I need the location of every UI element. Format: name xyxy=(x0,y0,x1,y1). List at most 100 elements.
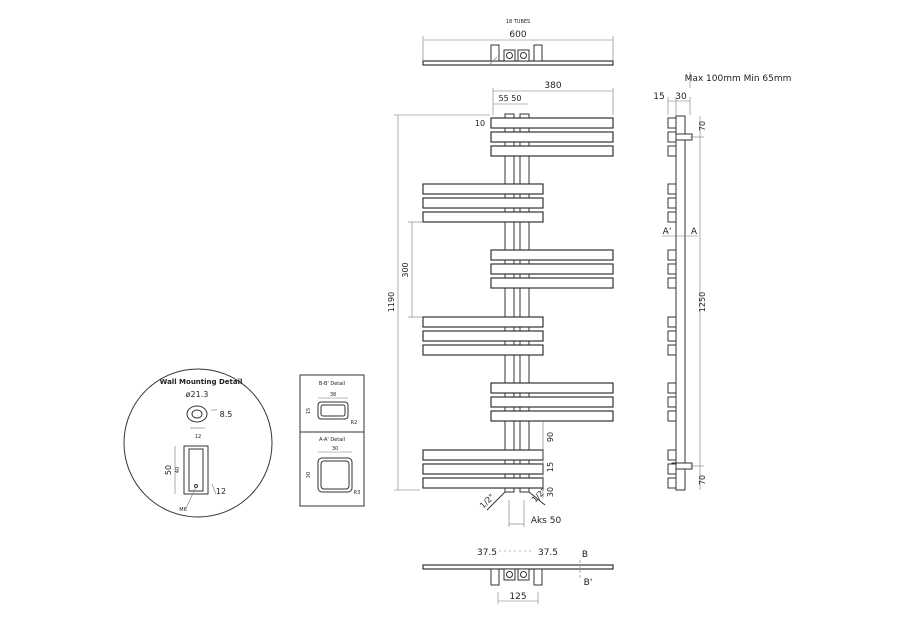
side-tube-05 xyxy=(667,197,677,209)
wall-detail-circle xyxy=(123,368,273,518)
top-view: 18 TUBES 600 xyxy=(422,19,614,66)
front-offset-dims: 55 50 xyxy=(499,94,522,103)
side-tube-stubs xyxy=(667,117,677,489)
side-view: Max 100mm Min 65mm 15 30 xyxy=(653,72,791,491)
bottom-view-bracket-right xyxy=(533,568,543,586)
wall-detail-dim-line-12b xyxy=(211,483,217,495)
wall-detail-screw: M6 xyxy=(179,507,187,513)
wall-detail-screw-leader xyxy=(185,486,197,509)
bottom-view-pipe-left xyxy=(503,568,516,581)
bottom-dim-right: 37.5 xyxy=(538,548,558,558)
front-tube-01 xyxy=(490,117,614,129)
side-tube-04 xyxy=(667,183,677,195)
tubes-label: 18 TUBES xyxy=(506,19,530,25)
wall-detail-bracket-inner xyxy=(188,448,204,492)
front-top-gap-dim: 10 xyxy=(475,119,485,128)
front-tube-03 xyxy=(490,145,614,157)
wall-detail-dim-8-5: 8.5 xyxy=(220,410,233,419)
front-tube-05 xyxy=(422,197,544,209)
front-bottom-dim-30: 30 xyxy=(546,487,555,497)
front-tube-06 xyxy=(422,211,544,223)
side-tube-12 xyxy=(667,344,677,356)
side-tube-10 xyxy=(667,316,677,328)
side-section-right: A xyxy=(691,227,698,237)
side-tube-06 xyxy=(667,211,677,223)
front-tube-02 xyxy=(490,131,614,143)
side-tube-08 xyxy=(667,263,677,275)
wall-detail-dim-12: 12 xyxy=(195,434,201,440)
side-tube-16 xyxy=(667,449,677,461)
section-bb-inner xyxy=(320,404,346,417)
side-dim-15: 15 xyxy=(653,92,664,102)
top-view-pipe-hole-left xyxy=(506,52,513,59)
side-tube-11 xyxy=(667,330,677,342)
front-tube-18 xyxy=(422,477,544,489)
front-valve-leader-left xyxy=(486,491,506,511)
bottom-view-pipe-right xyxy=(517,568,530,581)
front-gap-dim-90: 90 xyxy=(546,432,555,442)
bottom-view-pipe-hole-right xyxy=(520,571,527,578)
section-aa-height: 30 xyxy=(306,472,312,478)
side-top-dim: 70 xyxy=(698,121,707,131)
side-dim-30: 30 xyxy=(675,92,687,102)
top-view-pipe-hole-right xyxy=(520,52,527,59)
wall-detail-dim-40: 40 xyxy=(175,467,181,473)
side-bottom-dim: 70 xyxy=(698,475,707,485)
front-tube-09 xyxy=(490,277,614,289)
section-bb-title: B-B' Detail xyxy=(319,381,345,387)
top-width-dim: 600 xyxy=(509,30,526,40)
section-aa-outer xyxy=(317,457,353,493)
front-tube-08 xyxy=(490,263,614,275)
section-details-frame xyxy=(299,374,365,507)
section-bb-width: 38 xyxy=(330,392,336,398)
front-view: 380 55 50 10 1190 xyxy=(387,81,614,527)
section-aa-radius: R3 xyxy=(354,490,361,496)
wall-detail-hole-outer xyxy=(186,405,208,423)
side-tube-09 xyxy=(667,277,677,289)
bottom-section-b: B xyxy=(582,550,588,560)
side-centre-dim: 1250 xyxy=(698,292,707,312)
front-tube-16 xyxy=(422,449,544,461)
side-section-left: A' xyxy=(663,227,672,237)
front-width-dim: 380 xyxy=(544,81,561,91)
bottom-section-b2: B' xyxy=(584,578,593,588)
side-tube-18 xyxy=(667,477,677,489)
front-tube-13 xyxy=(490,382,614,394)
front-tube-04 xyxy=(422,183,544,195)
bottom-pipe-centres: 125 xyxy=(509,592,526,602)
front-pipe-left xyxy=(504,113,515,493)
side-column xyxy=(675,115,686,491)
front-tube-14 xyxy=(490,396,614,408)
side-tube-02 xyxy=(667,131,677,143)
wall-detail-hole-inner xyxy=(191,409,203,419)
wall-detail-hole-dia: ø21.3 xyxy=(186,390,209,399)
section-aa-width: 30 xyxy=(332,446,338,452)
top-view-pipe-right xyxy=(517,49,530,62)
side-tube-14 xyxy=(667,396,677,408)
side-tube-17 xyxy=(667,463,677,475)
wall-mounting-detail: Wall Mounting Detail ø21.3 8.5 12 50 40 … xyxy=(123,368,273,518)
section-bb-radius: R2 xyxy=(351,420,358,426)
top-view-bracket-left xyxy=(490,44,500,62)
front-pipe-right xyxy=(519,113,530,493)
top-view-radiator xyxy=(422,60,614,66)
section-aa-inner xyxy=(320,460,350,490)
bottom-view-bracket-left xyxy=(490,568,500,586)
bottom-dim-left: 37.5 xyxy=(477,548,497,558)
side-tube-13 xyxy=(667,382,677,394)
front-tube-15 xyxy=(490,410,614,422)
front-pitch-dim: 300 xyxy=(401,262,410,277)
front-tube-dim-15: 15 xyxy=(546,462,555,472)
front-valve-left: 1/2" xyxy=(478,492,496,510)
top-view-bracket-right xyxy=(533,44,543,62)
section-details: B-B' Detail 38 15 R2 A-A' Detail 30 30 R… xyxy=(299,374,365,507)
front-height-dim: 1190 xyxy=(387,292,396,312)
wall-detail-dim-12b: 12 xyxy=(216,487,226,496)
front-centre-dim: Aks 50 xyxy=(531,516,562,526)
front-tube-17 xyxy=(422,463,544,475)
side-tube-03 xyxy=(667,145,677,157)
top-view-weld-mark xyxy=(488,56,498,66)
front-tube-12 xyxy=(422,344,544,356)
bottom-view-radiator xyxy=(422,564,614,570)
